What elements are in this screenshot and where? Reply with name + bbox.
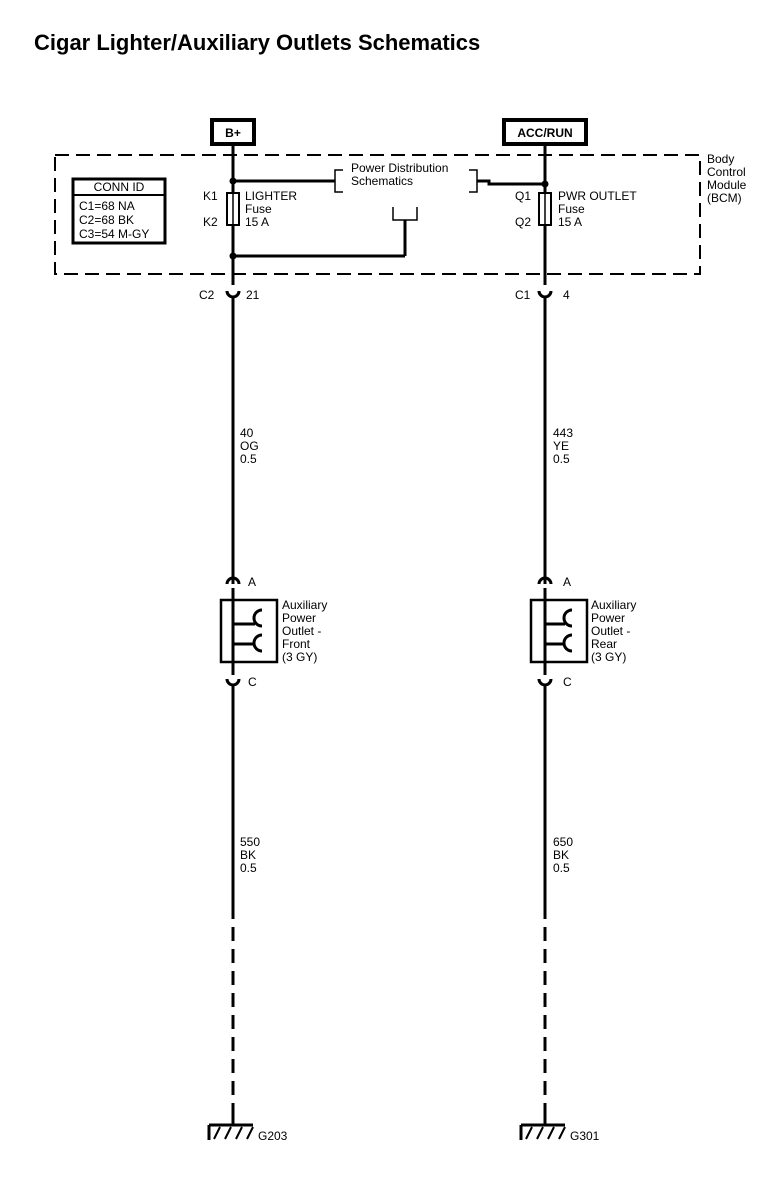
b-plus-source: B+ [210,118,256,146]
svg-text:Body: Body [707,152,734,166]
svg-text:Outlet -: Outlet - [282,624,321,638]
acc-run-source: ACC/RUN [502,118,588,146]
svg-text:C: C [563,675,572,689]
svg-text:Front: Front [282,637,311,651]
right-fuse-type: Fuse [558,202,585,216]
svg-text:0.5: 0.5 [240,861,257,875]
left-fuse-type: Fuse [245,202,272,216]
svg-text:(3 GY): (3 GY) [591,650,626,664]
svg-text:650: 650 [553,835,573,849]
acc-run-label: ACC/RUN [517,126,572,140]
right-fuse-name: PWR OUTLET [558,189,637,203]
svg-text:A: A [248,575,256,589]
b-plus-label: B+ [225,126,241,140]
bcm-label: Body Control Module (BCM) [707,152,747,205]
right-bcm-connector: C1 4 [515,288,570,302]
svg-text:Power: Power [591,611,625,625]
power-distribution-reference: Power Distribution Schematics [334,161,478,221]
left-fuse-pin-top: K1 [203,189,218,203]
right-fuse-pin-top: Q1 [515,189,531,203]
bcm-outline [54,154,701,275]
left-wire-bottom-label: 550 BK 0.5 [240,835,260,875]
splice-dot [229,252,237,260]
right-wire-bottom-label: 650 BK 0.5 [553,835,573,875]
left-bcm-connector: C2 21 [199,288,260,302]
pwr-outlet-fuse [538,192,552,226]
right-fuse-pin-bottom: Q2 [515,215,531,229]
left-wire-top-label: 40 OG 0.5 [240,426,259,466]
conn-id-box: CONN ID C1=68 NA C2=68 BK C3=54 M-GY [71,177,167,245]
svg-text:Rear: Rear [591,637,617,651]
rear-aux-outlet: A C Auxiliary Power Outlet - Rear (3 GY) [529,575,636,689]
splice-dot [229,177,237,185]
ground-label-g301: G301 [570,1129,600,1143]
left-fuse-rating: 15 A [245,215,269,229]
svg-text:BK: BK [240,848,256,862]
ground-label-g203: G203 [258,1129,288,1143]
svg-text:4: 4 [563,288,570,302]
right-fuse-rating: 15 A [558,215,582,229]
svg-text:A: A [563,575,571,589]
conn-id-row: C3=54 M-GY [79,227,149,241]
svg-text:YE: YE [553,439,569,453]
splice-dot [541,180,549,188]
ground-symbol-g203: G203 [207,1117,288,1143]
page-title: Cigar Lighter/Auxiliary Outlets Schemati… [34,30,480,55]
svg-text:(3 GY): (3 GY) [282,650,317,664]
svg-text:C: C [248,675,257,689]
svg-text:C2: C2 [199,288,215,302]
svg-text:Control: Control [707,165,746,179]
svg-text:C1: C1 [515,288,531,302]
svg-text:0.5: 0.5 [553,452,570,466]
front-aux-outlet: A C Auxiliary Power Outlet - Front (3 GY… [219,575,327,689]
svg-text:Outlet -: Outlet - [591,624,630,638]
svg-text:BK: BK [553,848,569,862]
svg-text:0.5: 0.5 [240,452,257,466]
svg-text:Power: Power [282,611,316,625]
svg-text:443: 443 [553,426,573,440]
svg-text:0.5: 0.5 [553,861,570,875]
svg-text:Auxiliary: Auxiliary [591,598,636,612]
conn-id-row: C2=68 BK [79,213,134,227]
svg-text:Schematics: Schematics [351,174,413,188]
conn-id-header: CONN ID [94,180,145,194]
left-fuse-name: LIGHTER [245,189,297,203]
svg-text:Auxiliary: Auxiliary [282,598,327,612]
svg-text:Module: Module [707,178,747,192]
svg-text:Power Distribution: Power Distribution [351,161,448,175]
svg-text:550: 550 [240,835,260,849]
svg-text:21: 21 [246,288,260,302]
left-fuse-pin-bottom: K2 [203,215,218,229]
svg-text:40: 40 [240,426,254,440]
lighter-fuse [226,192,240,226]
ground-symbol-g301: G301 [519,1117,600,1143]
svg-text:OG: OG [240,439,259,453]
conn-id-row: C1=68 NA [79,199,135,213]
right-pd-link [477,179,545,186]
svg-text:(BCM): (BCM) [707,191,742,205]
right-wire-top-label: 443 YE 0.5 [553,426,573,466]
